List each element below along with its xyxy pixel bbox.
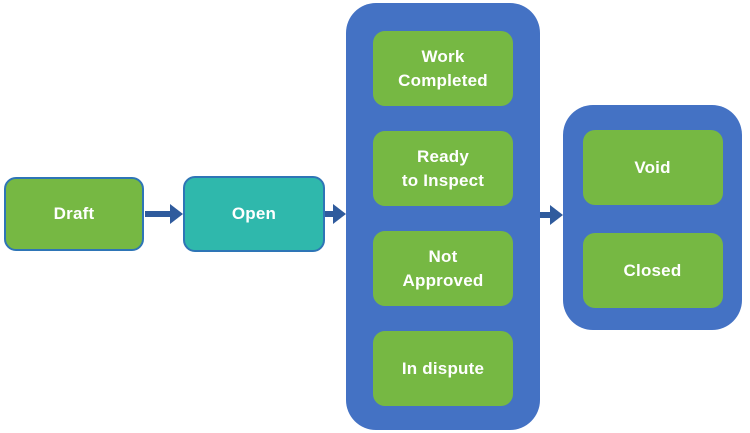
state-work-completed: Work Completed [373,31,513,106]
state-in-dispute: In dispute [373,331,513,406]
state-void: Void [582,130,723,205]
arrow-head [550,205,563,225]
arrow-shaft [325,211,333,217]
state-in-dispute-label: In dispute [401,358,485,378]
state-work-completed-label: Work Completed [398,46,488,90]
state-open: Open [183,176,325,252]
state-void-label: Void [634,157,671,177]
state-open-label: Open [231,204,277,223]
state-ready-to-inspect-label: Ready to Inspect [401,146,485,190]
arrow-head [333,204,346,224]
arrow-right-icon-draft-to-open [145,204,183,224]
arrow-head [170,204,183,224]
state-ready-to-inspect: Ready to Inspect [373,131,513,206]
state-closed-label: Closed [623,260,682,280]
state-not-approved-label: Not Approved [402,246,484,290]
group-open-substates: Work Completed Ready to Inspect Not Appr… [346,3,540,430]
state-not-approved: Not Approved [373,231,513,306]
arrow-shaft [145,211,170,217]
group-terminal-states: Void Closed [563,105,742,330]
arrow-right-icon-open-to-substates [325,204,346,224]
state-closed: Closed [582,233,723,308]
state-draft: Draft [4,177,144,251]
arrow-shaft [540,212,550,218]
state-draft-label: Draft [53,204,95,223]
arrow-right-icon-substates-to-terminal [540,205,563,225]
